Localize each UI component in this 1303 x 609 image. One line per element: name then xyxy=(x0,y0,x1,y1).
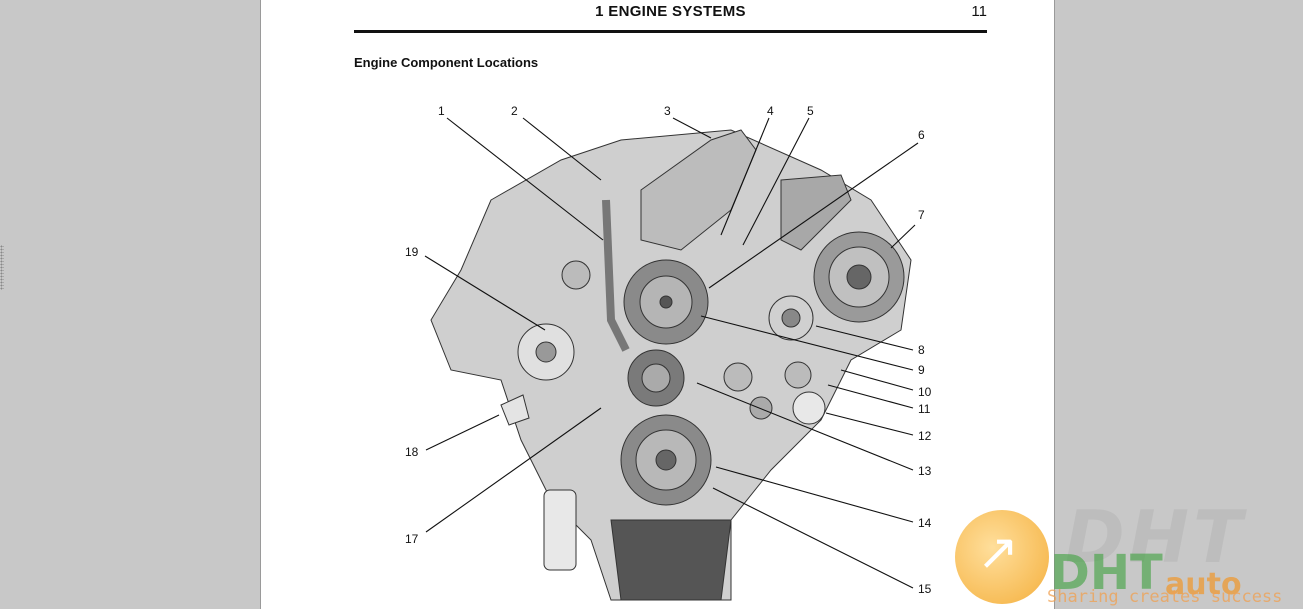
callout-11: 11 xyxy=(918,402,931,416)
watermark-brand-suffix: auto xyxy=(1165,567,1242,602)
callout-labels: 1 2 3 4 5 6 7 8 9 10 11 12 13 14 15 17 1… xyxy=(405,104,932,596)
callout-19: 19 xyxy=(405,245,419,259)
watermark-brand-mark: DHT xyxy=(1050,545,1163,601)
watermark-badge xyxy=(955,510,1049,604)
viewer-edge-grip[interactable] xyxy=(0,245,4,290)
callout-4: 4 xyxy=(767,104,774,118)
chapter-title: 1 ENGINE SYSTEMS xyxy=(595,3,746,20)
callout-leader-lines xyxy=(424,117,919,589)
callout-14: 14 xyxy=(918,516,932,530)
document-page: 1 ENGINE SYSTEMS 11 Engine Component Loc… xyxy=(260,0,1055,609)
callout-2: 2 xyxy=(511,104,518,118)
callout-17: 17 xyxy=(405,532,419,546)
callout-3: 3 xyxy=(664,104,671,118)
callout-9: 9 xyxy=(918,363,925,377)
callout-12: 12 xyxy=(918,429,932,443)
callout-5: 5 xyxy=(807,104,814,118)
callout-13: 13 xyxy=(918,464,932,478)
callout-10: 10 xyxy=(918,385,932,399)
callout-6: 6 xyxy=(918,128,925,142)
callout-15: 15 xyxy=(918,582,932,596)
arrow-icon: ↗ xyxy=(977,524,1019,580)
engine-component-figure: 1 2 3 4 5 6 7 8 9 10 11 12 13 14 15 17 1… xyxy=(405,104,932,601)
watermark-logo-text: DHT xyxy=(1065,495,1247,579)
page-number: 11 xyxy=(971,3,987,20)
callout-18: 18 xyxy=(405,445,419,459)
callout-7: 7 xyxy=(918,208,925,222)
callout-8: 8 xyxy=(918,343,925,357)
callout-1: 1 xyxy=(438,104,445,118)
section-title: Engine Component Locations xyxy=(354,55,539,70)
engine-illustration xyxy=(430,129,912,601)
watermark-tagline: Sharing creates success xyxy=(1047,587,1283,607)
site-watermark: ↗ DHT DHT auto Sharing creates success xyxy=(955,495,1303,609)
page-header: 1 ENGINE SYSTEMS 11 xyxy=(354,0,987,33)
